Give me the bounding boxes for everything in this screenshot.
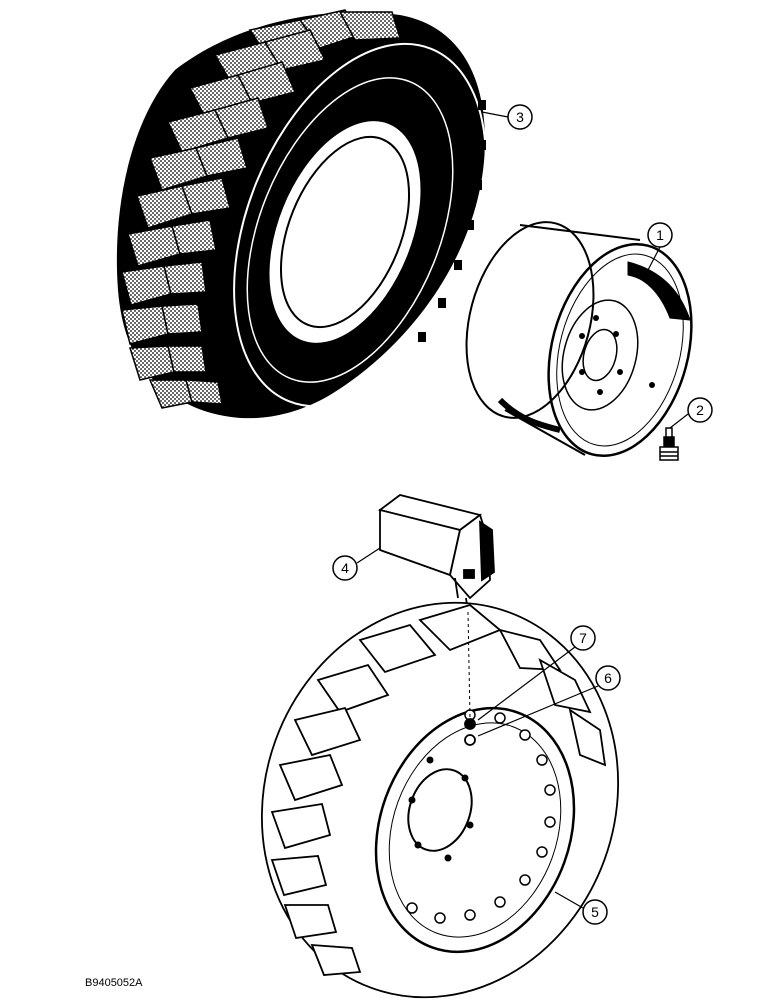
callout-1-label: 1 [656, 227, 664, 243]
valve-stem [659, 427, 679, 461]
wheel-rim [465, 221, 693, 458]
callout-1: 1 [647, 222, 673, 271]
callout-2-label: 2 [696, 402, 704, 418]
callout-5: 5 [554, 891, 608, 925]
callout-4: 4 [332, 547, 381, 581]
callout-2: 2 [669, 397, 713, 429]
callout-4-label: 4 [341, 560, 349, 576]
solid-tire-lugs [270, 603, 607, 976]
callout-6-label: 6 [604, 670, 612, 686]
callout-3-label: 3 [516, 109, 524, 125]
callout-3: 3 [481, 104, 533, 130]
solid-tire-assembly [260, 601, 620, 999]
callout-5-label: 5 [591, 904, 599, 920]
tire [116, 9, 487, 419]
callout-7: 7 [477, 625, 596, 721]
figure-reference-number: B9405052A [85, 977, 143, 989]
counterweight [377, 494, 495, 613]
tire-tread [121, 9, 402, 409]
callout-7-label: 7 [579, 630, 587, 646]
callout-6: 6 [477, 665, 621, 737]
